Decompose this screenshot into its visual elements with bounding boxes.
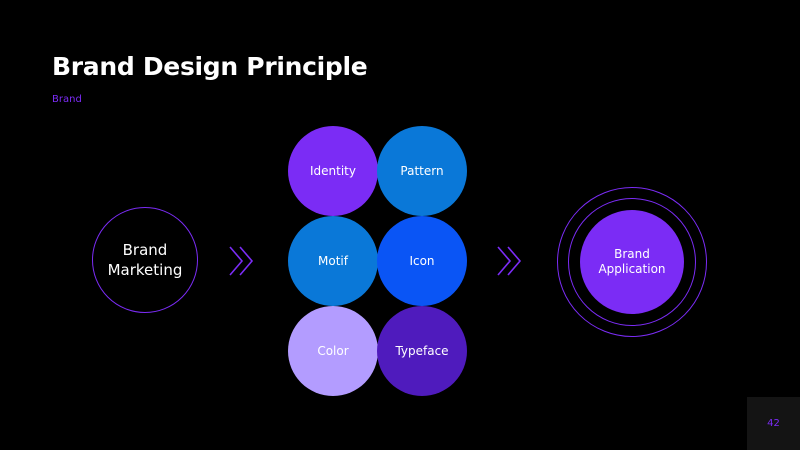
- principle-identity: Identity: [288, 126, 378, 216]
- page-number: 42: [747, 397, 800, 450]
- principle-motif: Motif: [288, 216, 378, 306]
- principle-color: Color: [288, 306, 378, 396]
- principle-icon: Icon: [377, 216, 467, 306]
- outer-ring: [557, 187, 707, 337]
- principle-pattern: Pattern: [377, 126, 467, 216]
- slide-title: Brand Design Principle: [52, 52, 368, 81]
- principle-typeface: Typeface: [377, 306, 467, 396]
- inner-ring: [568, 198, 696, 326]
- double-chevron-right-icon: [497, 246, 522, 276]
- brand-marketing-node: Brand Marketing: [92, 207, 198, 313]
- double-chevron-right-icon: [229, 246, 254, 276]
- slide-subtitle: Brand: [52, 94, 82, 105]
- brand-application-node: Brand Application: [580, 210, 684, 314]
